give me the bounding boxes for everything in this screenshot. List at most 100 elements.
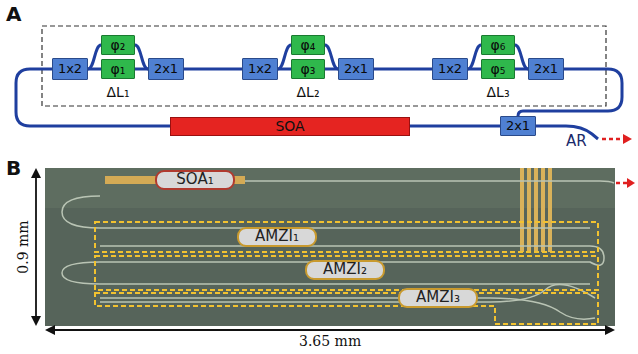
phase-shifter-box: φ₆ [481,35,515,55]
waveguide-path [515,68,528,71]
output-arrow [616,182,628,185]
coupler-box: 1x2 [242,58,278,80]
dimension-arrowhead [31,316,41,326]
photo-tag: AMZI₁ [237,227,317,247]
node-text: φ₅ [491,61,506,77]
path-length-label-text: ΔL₂ [297,84,320,100]
waveguide-path [88,45,101,69]
dimension-label: 0.9 mm [14,220,30,273]
waveguide-path [325,45,338,69]
node-text: 2x1 [344,62,368,77]
chip-waveguide [245,181,614,183]
waveguide-path [374,68,432,71]
waveguide-path [278,68,291,71]
path-length-label-text: ΔL₁ [107,84,130,100]
path-length-label-text: ΔL₃ [487,84,510,100]
waveguide [410,126,500,127]
waveguide [278,45,291,69]
amzi-region [95,256,598,290]
waveguide [135,45,148,69]
panel-letter: A [6,2,21,26]
coupler-box: 1x2 [432,58,468,80]
node-text: φ₂ [111,37,126,53]
coupler-box: 2x1 [528,58,564,80]
photo-tag: AMZI₂ [305,260,385,280]
waveguide [135,69,148,70]
amzi-regions [95,222,598,324]
output-arrow [602,138,624,141]
node-text: 2x1 [154,62,178,77]
waveguide-path [468,68,481,71]
panel-letter: B [6,156,21,180]
amzi-region [95,222,598,252]
waveguide [374,69,432,70]
waveguide-path [410,125,500,128]
chip-waveguide [62,196,590,228]
dimension-label-text: 0.9 mm [14,220,30,273]
waveguide [325,45,338,69]
dimension-line [52,329,608,331]
dimension-arrowhead [45,325,55,335]
panel-letter-text: A [6,2,21,26]
waveguide [278,69,291,70]
dimension-label-text: 3.65 mm [299,333,361,349]
waveguide [515,69,528,70]
waveguide-path [278,45,291,69]
waveguide-path [135,45,148,69]
coupler-box: 2x1 [148,58,184,80]
waveguide [325,69,338,70]
output-arrowhead [623,134,632,144]
node-text: φ₃ [301,61,316,77]
waveguide [468,45,481,69]
waveguide [184,69,242,70]
dimension-arrowhead [605,325,615,335]
phase-shifter-box: φ₄ [291,35,325,55]
waveguide-path [515,45,528,69]
soa-box: SOA [170,117,410,136]
node-text: AMZI₃ [416,289,460,306]
node-text: 2x1 [534,62,558,77]
coupler-box: 2x1 [338,58,374,80]
waveguide-path [184,68,242,71]
waveguide [88,45,101,69]
coating-label-text: AR [566,132,587,150]
phase-shifter-box: φ₃ [291,59,325,79]
phase-shifter-box: φ₂ [101,35,135,55]
waveguide [515,45,528,69]
node-text: SOA [275,118,304,134]
node-text: AMZI₂ [323,261,367,278]
node-text: 2x1 [506,119,530,134]
chip-waveguide [100,298,595,319]
node-text: 1x2 [248,62,272,77]
dimension-label: 3.65 mm [299,333,361,349]
photo-tag: SOA₁ [155,170,235,190]
photo-tag: AMZI₃ [398,288,478,308]
node-text: 1x2 [438,62,462,77]
coupler-box: 2x1 [500,116,536,136]
node-text: 1x2 [58,62,82,77]
waveguide-path [325,68,338,71]
node-text: AMZI₁ [255,228,299,245]
chip-waveguide [62,262,590,284]
waveguide-path [135,68,148,71]
node-text: φ₁ [111,61,126,77]
waveguide [88,69,101,70]
chip-photo [45,168,615,326]
waveguide-path [88,68,101,71]
amzi-region [95,293,598,324]
output-arrowhead [627,178,635,188]
chip-waveguides [62,181,614,319]
panel-letter-text: B [6,156,21,180]
coating-label: AR [566,132,587,150]
dashed-filter-box [42,26,606,106]
waveguide-path [468,45,481,69]
path-length-label: ΔL₃ [487,84,510,100]
node-text: φ₆ [491,37,506,53]
coupler-box: 1x2 [52,58,88,80]
phase-shifter-box: φ₁ [101,59,135,79]
dimension-arrowhead [31,168,41,178]
waveguide [468,69,481,70]
node-text: SOA₁ [176,171,213,188]
phase-shifter-box: φ₅ [481,59,515,79]
